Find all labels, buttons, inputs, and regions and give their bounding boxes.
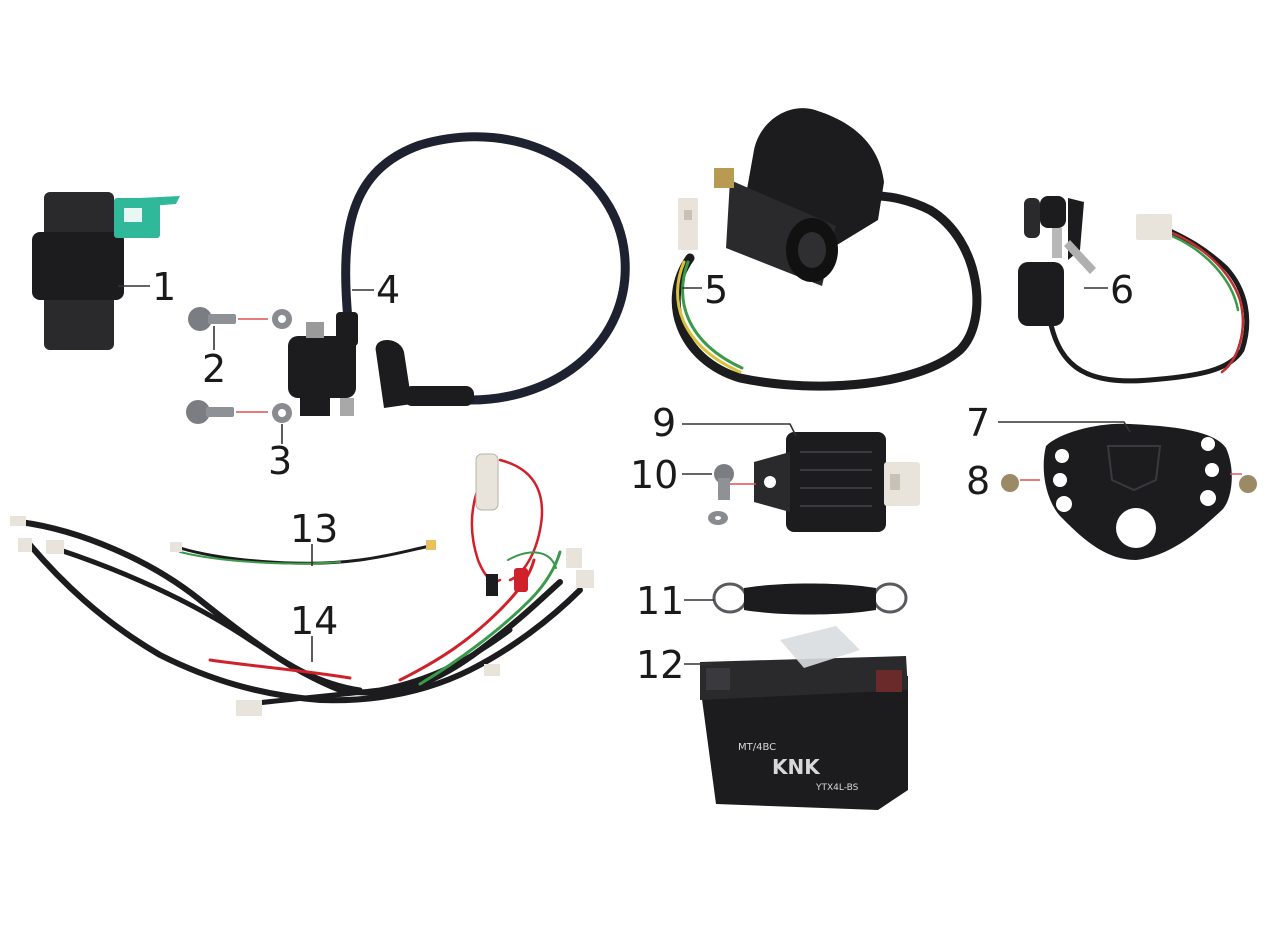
battery-strap-part [712, 582, 908, 615]
battery-model-text: YTX4L-BS [815, 783, 859, 793]
callout-12: 12 [636, 643, 684, 687]
callout-6: 6 [1110, 268, 1134, 312]
battery-brand-text: KNK [772, 755, 821, 779]
callout-11: 11 [636, 579, 684, 623]
screw-part-8 [1001, 473, 1257, 493]
bolt-part-2 [188, 307, 292, 331]
starter-relay-part [671, 108, 982, 391]
callout-5: 5 [704, 268, 728, 312]
callout-9: 9 [652, 401, 676, 445]
wire-lead-part [170, 540, 436, 565]
callout-13: 13 [290, 507, 338, 551]
cdi-unit-part [32, 192, 180, 350]
callout-2: 2 [202, 347, 226, 391]
ignition-switch-part [1018, 196, 1250, 384]
battery-part: MT/4BC KNK YTX4L-BS [700, 626, 908, 810]
ignition-coil-part [288, 132, 630, 416]
callout-14: 14 [290, 599, 338, 643]
callout-7: 7 [966, 401, 990, 445]
callout-1: 1 [152, 265, 176, 309]
leader-lines [118, 285, 1131, 665]
callout-8: 8 [966, 459, 990, 503]
callout-4: 4 [376, 268, 400, 312]
regulator-rectifier-part [754, 432, 920, 532]
callout-3: 3 [268, 439, 292, 483]
bolt-part-3 [186, 400, 292, 424]
wiring-harness-part [10, 453, 594, 716]
bolt-part-10 [708, 464, 756, 525]
battery-small-text: MT/4BC [738, 742, 776, 753]
mount-plate-part [1043, 423, 1232, 560]
callout-10: 10 [630, 453, 678, 497]
callout-numbers: 1 2 3 4 5 6 7 8 9 10 11 12 13 14 [152, 265, 1134, 687]
